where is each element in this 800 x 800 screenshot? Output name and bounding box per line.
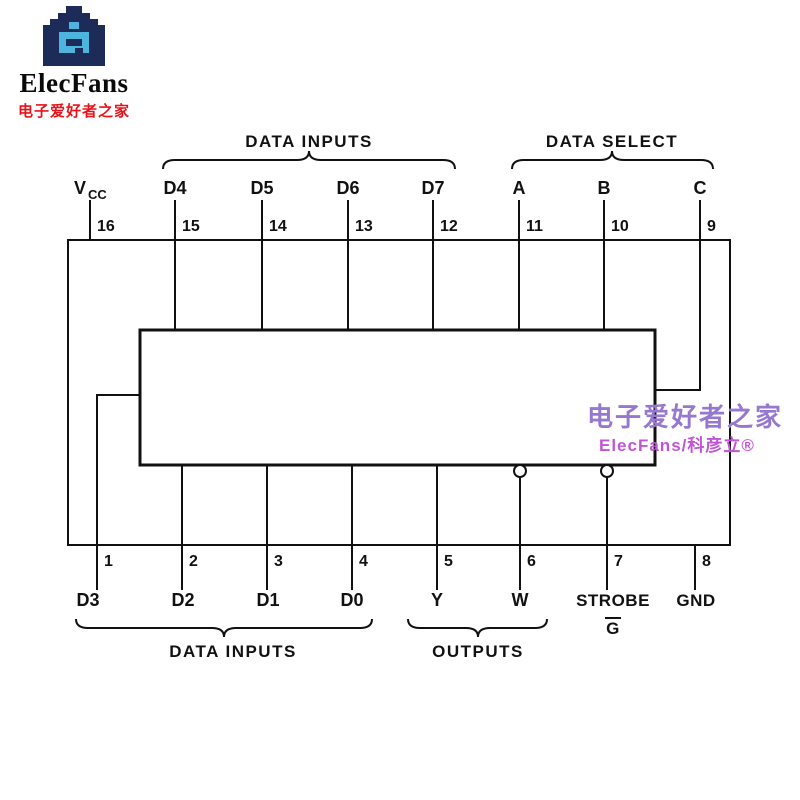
pin-label-y: Y bbox=[431, 590, 443, 610]
pin-number-6: 6 bbox=[527, 553, 536, 570]
brace-data-inputs-bottom bbox=[75, 618, 373, 638]
pin-label-strobe: STROBE bbox=[576, 591, 650, 610]
pin-number-12: 12 bbox=[440, 218, 458, 235]
pin-label-b: B bbox=[598, 178, 611, 198]
elecfans-house-icon bbox=[43, 6, 105, 66]
logo-name: ElecFans bbox=[19, 68, 129, 98]
strobe-g-label: G bbox=[606, 619, 620, 638]
pin-number-14: 14 bbox=[269, 218, 287, 235]
pin-label-vcc-sub: CC bbox=[88, 187, 107, 202]
pin-label-d5: D5 bbox=[250, 178, 273, 198]
pin-label-vcc: V bbox=[74, 178, 86, 198]
brace-data-inputs-top bbox=[162, 150, 456, 170]
group-label-outputs: OUTPUTS bbox=[432, 642, 524, 661]
watermark-line1: 电子爱好者之家 bbox=[587, 402, 784, 432]
pin-number-9: 9 bbox=[707, 218, 716, 235]
pin-line-d3 bbox=[96, 394, 140, 590]
inverter-bubble-w bbox=[513, 464, 527, 478]
pin-number-3: 3 bbox=[274, 553, 283, 570]
pin-label-c: C bbox=[694, 178, 707, 198]
watermark-line2: ElecFans/科彦立® bbox=[599, 436, 755, 455]
brace-data-select bbox=[511, 150, 714, 170]
pin-label-d7: D7 bbox=[421, 178, 444, 198]
brace-outputs bbox=[407, 618, 548, 638]
pin-number-7: 7 bbox=[614, 553, 623, 570]
pin-number-8: 8 bbox=[702, 553, 711, 570]
group-label-data-inputs-bottom: DATA INPUTS bbox=[169, 642, 297, 661]
pin-number-5: 5 bbox=[444, 553, 453, 570]
bottom-pin-lines bbox=[96, 394, 696, 590]
ic-body bbox=[138, 328, 657, 467]
pin-label-d3: D3 bbox=[76, 590, 99, 610]
pin-number-2: 2 bbox=[189, 553, 198, 570]
pin-label-gnd: GND bbox=[676, 591, 715, 610]
top-pin-lines bbox=[89, 200, 701, 391]
pin-number-4: 4 bbox=[359, 553, 368, 570]
inverter-bubble-strobe bbox=[600, 464, 614, 478]
pin-number-16: 16 bbox=[97, 218, 115, 235]
pin-label-d4: D4 bbox=[163, 178, 186, 198]
pin-number-13: 13 bbox=[355, 218, 373, 235]
group-label-data-select: DATA SELECT bbox=[546, 132, 678, 151]
group-label-data-inputs-top: DATA INPUTS bbox=[245, 132, 373, 151]
strobe-gbar: G bbox=[605, 617, 621, 638]
pin-line-c bbox=[655, 200, 701, 391]
logo-subtitle: 电子爱好者之家 bbox=[17, 103, 130, 121]
pin-label-d2: D2 bbox=[171, 590, 194, 610]
pin-number-15: 15 bbox=[182, 218, 200, 235]
pin-number-11: 11 bbox=[526, 218, 543, 235]
pin-label-a: A bbox=[513, 178, 526, 198]
pin-label-d6: D6 bbox=[336, 178, 359, 198]
elecfans-logo: ElecFans 电子爱好者之家 bbox=[8, 5, 140, 121]
pin-label-d0: D0 bbox=[340, 590, 363, 610]
pin-number-10: 10 bbox=[611, 218, 629, 235]
pin-vcc: V CC 16 bbox=[74, 178, 115, 235]
pin-label-d1: D1 bbox=[256, 590, 279, 610]
pin-number-1: 1 bbox=[104, 553, 113, 570]
pin-label-w: W bbox=[512, 590, 529, 610]
